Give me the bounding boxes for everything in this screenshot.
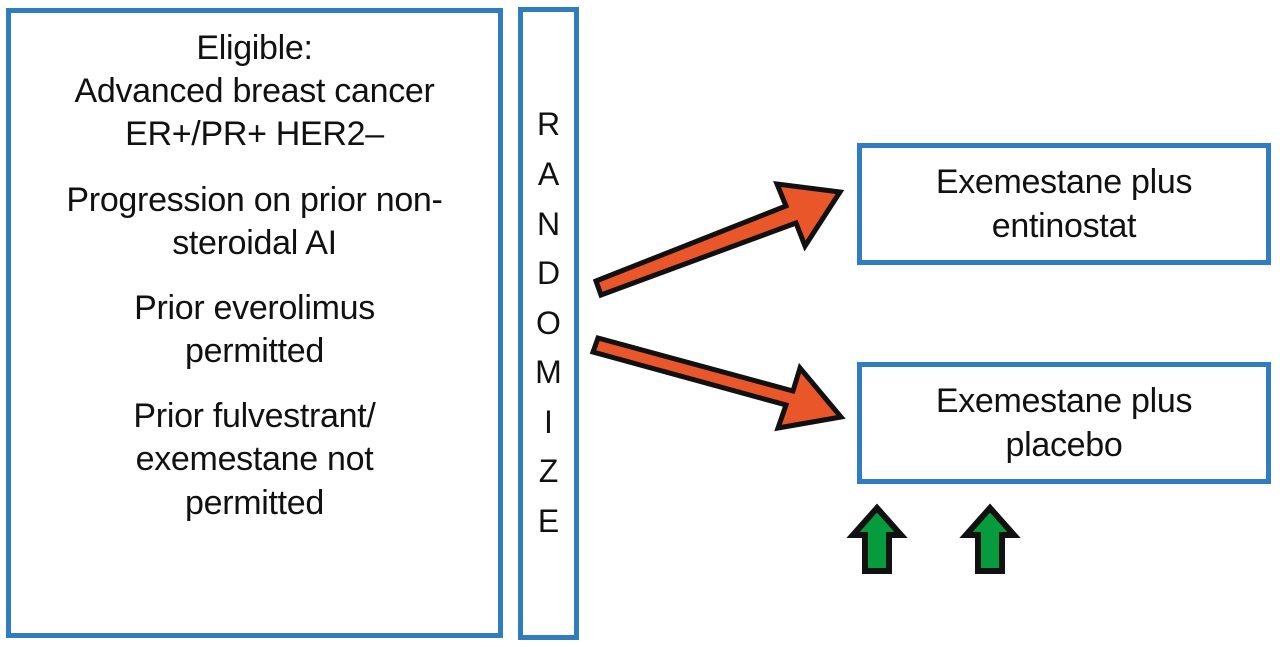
green-up-arrow-2-icon	[959, 503, 1021, 574]
eligibility-group-population: Eligible: Advanced breast cancer ER+/PR+…	[11, 27, 498, 157]
treatment-arm-line: entinostat	[991, 207, 1137, 245]
eligibility-line: Advanced breast cancer	[74, 72, 435, 111]
eligibility-group-everolimus: Prior everolimus permitted	[11, 287, 498, 373]
eligibility-line: exemestane not	[135, 440, 374, 479]
randomize-letter: N	[536, 205, 561, 242]
randomize-letter: D	[536, 255, 561, 292]
eligibility-line: Prior fulvestrant/	[133, 397, 376, 436]
eligibility-criteria-box: Eligible: Advanced breast cancer ER+/PR+…	[6, 8, 503, 638]
randomize-letter: A	[537, 155, 560, 192]
randomize-box: R A N D O M I Z E	[518, 7, 579, 640]
treatment-arm-placebo-box: Exemestane plus placebo	[857, 362, 1271, 484]
eligibility-group-progression: Progression on prior non- steroidal AI	[11, 179, 498, 265]
treatment-arm-label: Exemestane plus entinostat	[935, 160, 1193, 248]
eligibility-line: Eligible:	[196, 29, 313, 67]
randomize-letter: M	[535, 354, 562, 391]
treatment-arm-line: Exemestane plus	[935, 162, 1193, 201]
eligibility-line: permitted	[184, 483, 325, 522]
randomize-letter: I	[544, 403, 553, 440]
randomize-label-vertical: R A N D O M I Z E	[535, 100, 562, 546]
treatment-arm-line: placebo	[1005, 426, 1123, 464]
randomize-letter: R	[536, 106, 561, 143]
eligibility-line: Prior everolimus	[134, 288, 375, 327]
randomization-arrow-to-entinostat-icon	[592, 180, 845, 299]
treatment-arm-entinostat-box: Exemestane plus entinostat	[857, 143, 1271, 265]
randomize-letter: Z	[538, 453, 559, 490]
eligibility-line: permitted	[184, 332, 325, 371]
eligibility-line: Progression on prior non-	[66, 180, 443, 219]
treatment-arm-line: Exemestane plus	[935, 381, 1193, 420]
randomize-letter: O	[536, 304, 561, 341]
treatment-arm-label: Exemestane plus placebo	[935, 379, 1193, 467]
eligibility-line: steroidal AI	[172, 223, 337, 262]
green-up-arrow-1-icon	[846, 503, 908, 574]
eligibility-group-fulvestrant: Prior fulvestrant/ exemestane not permit…	[11, 395, 498, 525]
randomization-arrow-to-placebo-icon	[589, 334, 846, 432]
eligibility-line: ER+/PR+ HER2–	[125, 115, 384, 154]
randomize-letter: E	[537, 503, 560, 540]
